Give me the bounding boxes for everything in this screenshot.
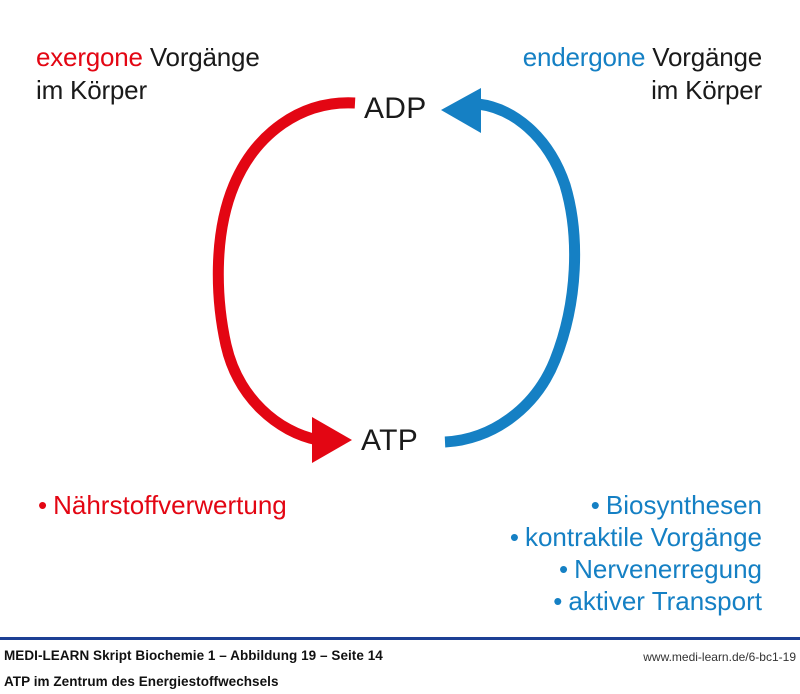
endergone-arrowhead (441, 88, 481, 133)
list-item-label: kontraktile Vorgänge (524, 522, 762, 552)
list-item: •aktiver Transport (510, 585, 762, 617)
bullet-icon: • (509, 522, 519, 552)
list-item-label: Nervenerregung (574, 554, 762, 584)
footer-title-line: ATP im Zentrum des Energiestoffwechsels (4, 674, 279, 689)
list-endergone: •Biosynthesen •kontraktile Vorgänge •Ner… (510, 489, 762, 617)
molecule-label-atp: ATP (361, 424, 419, 457)
caption-endergone: endergone Vorgänge im Körper (523, 8, 762, 107)
bullet-icon: • (38, 490, 48, 520)
footer-source-line: MEDI-LEARN Skript Biochemie 1 – Abbildun… (4, 648, 383, 663)
list-item: •kontraktile Vorgänge (510, 521, 762, 553)
list-item-label: Biosynthesen (605, 490, 762, 520)
caption-exergone: exergone Vorgänge im Körper (36, 8, 260, 107)
list-item: •Nährstoffverwertung (38, 489, 287, 521)
list-item-label: aktiver Transport (568, 586, 762, 616)
footer-url: www.medi-learn.de/6-bc1-19 (643, 650, 796, 664)
bullet-icon: • (590, 490, 600, 520)
list-item-label: Nährstoffverwertung (53, 490, 287, 520)
bullet-icon: • (553, 586, 563, 616)
caption-exergone-rest: Vorgänge im Körper (36, 42, 260, 105)
list-item: •Nervenerregung (510, 553, 762, 585)
exergone-arc (212, 97, 356, 446)
endergone-arc (444, 98, 581, 448)
list-exergone: •Nährstoffverwertung (38, 489, 287, 521)
exergone-arrowhead (312, 417, 352, 463)
caption-exergone-keyword: exergone (36, 42, 143, 72)
bullet-icon: • (559, 554, 569, 584)
caption-endergone-keyword: endergone (522, 42, 646, 72)
caption-endergone-rest: Vorgänge im Körper (651, 42, 762, 105)
footer-divider (0, 637, 800, 640)
list-item: •Biosynthesen (510, 489, 762, 521)
molecule-label-adp: ADP (364, 92, 427, 125)
